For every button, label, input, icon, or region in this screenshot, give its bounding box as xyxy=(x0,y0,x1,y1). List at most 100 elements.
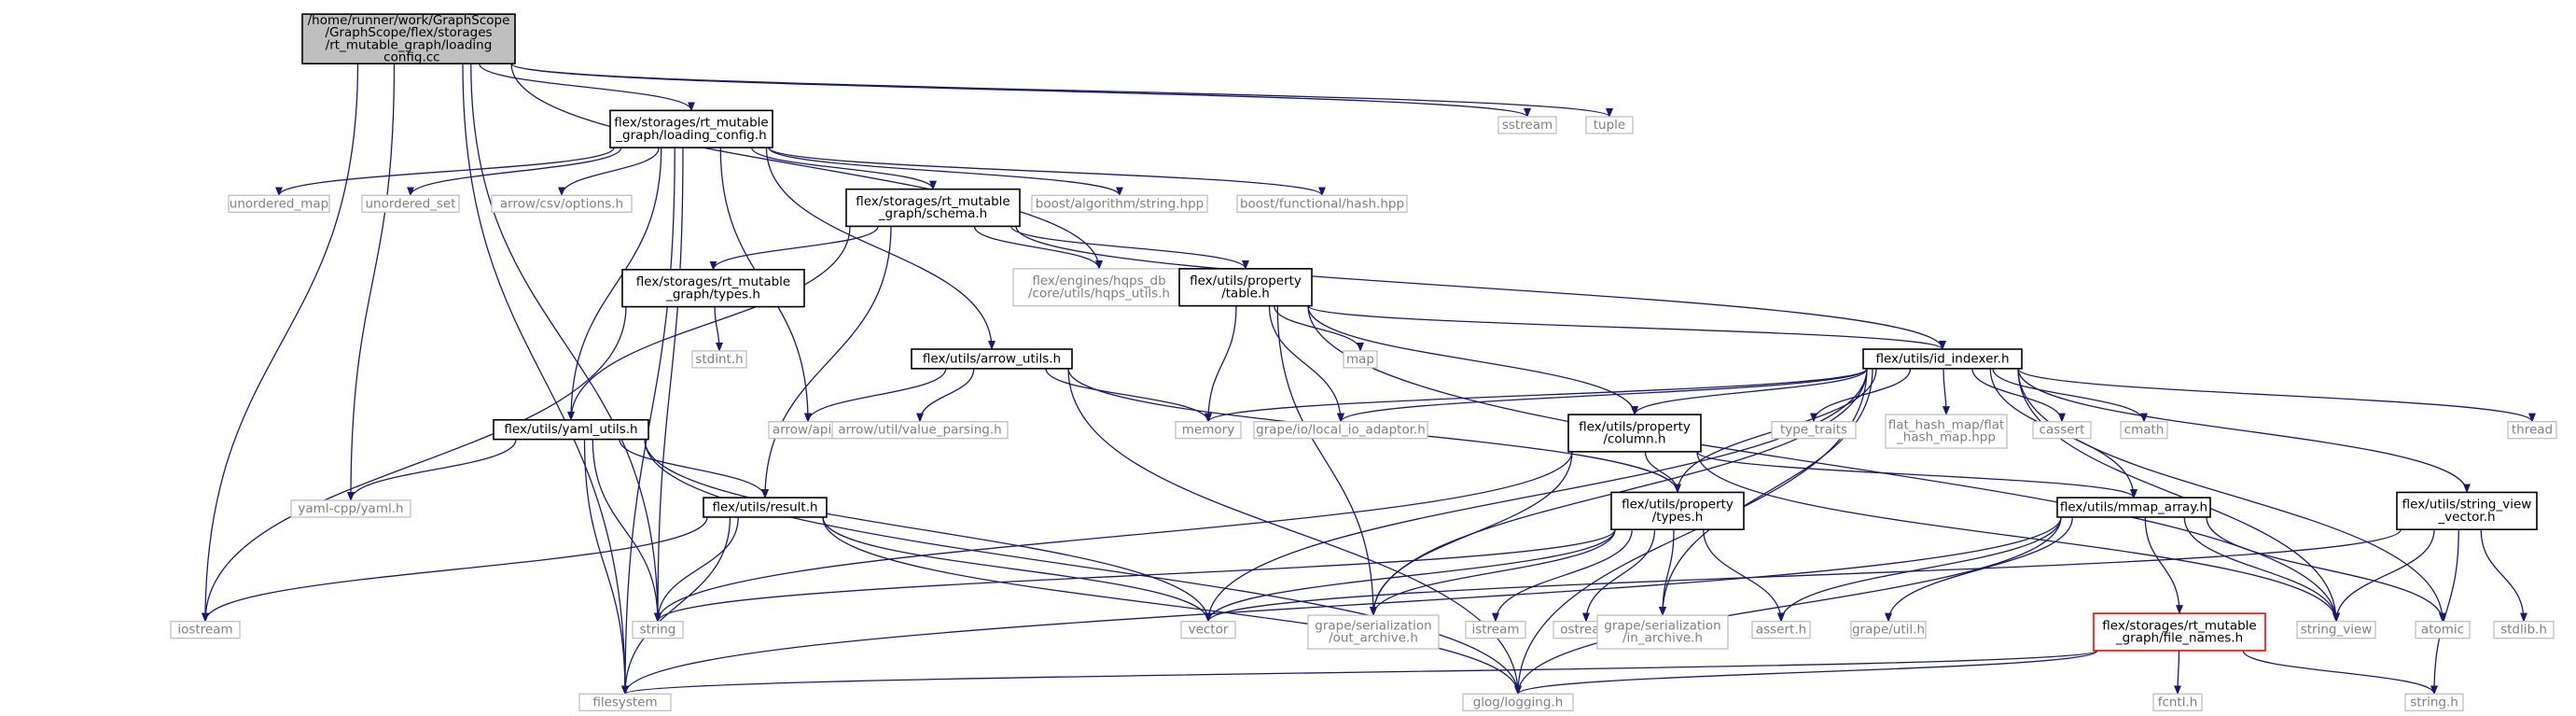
node-box xyxy=(170,621,241,639)
edge-path xyxy=(1067,368,1522,695)
edge-path xyxy=(1514,650,2098,695)
edge-result-h-to-iostream xyxy=(202,516,708,623)
edge-id-indexer-to-cmath xyxy=(1992,368,2148,423)
node-yaml-cpp: yaml-cpp/yaml.h xyxy=(290,499,411,518)
edge-arrow-utils-to-glog xyxy=(1067,368,1522,695)
edge-path xyxy=(1992,368,2148,423)
edge-path xyxy=(654,147,684,623)
edge-path xyxy=(761,226,892,499)
edge-path xyxy=(592,439,661,623)
node-label: flex/storages/rt_mutable xyxy=(856,194,1010,209)
edge-path xyxy=(1492,529,1633,623)
node-label: flat_hash_map/flat xyxy=(1888,417,2005,432)
node-label: sstream xyxy=(1502,118,1553,133)
node-yaml-utils[interactable]: flex/utils/yaml_utils.h xyxy=(493,418,649,441)
node-box xyxy=(1307,614,1440,650)
node-box xyxy=(1567,414,1702,453)
node-column-h[interactable]: flex/utils/property/column.h xyxy=(1567,414,1702,453)
node-box xyxy=(1175,421,1242,440)
node-label: thread xyxy=(2512,423,2553,438)
edge-string-view-vector-to-string-view xyxy=(2332,529,2435,623)
edge-path xyxy=(567,226,851,421)
edge-path xyxy=(1659,529,1675,617)
edge-path xyxy=(1268,305,1344,423)
node-stdint: stdint.h xyxy=(691,350,747,369)
edge-yaml-utils-to-yaml-cpp xyxy=(347,439,517,501)
edge-types-h-rt-to-iostream xyxy=(202,306,627,623)
node-label: /home/runner/work/GraphScope xyxy=(308,13,510,28)
edge-id-indexer-to-memory xyxy=(1204,368,1868,423)
node-box xyxy=(228,194,330,213)
node-prop-types[interactable]: flex/utils/property/types.h xyxy=(1610,491,1745,531)
edge-path xyxy=(567,147,662,421)
edge-path xyxy=(202,306,627,623)
edge-path xyxy=(1696,451,2137,499)
nodes-layer: /home/runner/work/GraphScope/GraphScope/… xyxy=(170,13,2557,711)
node-box xyxy=(2415,621,2471,639)
edge-result-h-to-glog xyxy=(822,516,1522,695)
edge-path xyxy=(1204,529,1616,623)
node-mmap-array[interactable]: flex/utils/mmap_array.h xyxy=(2056,497,2211,518)
node-label: string.h xyxy=(2410,695,2458,709)
node-iostream: iostream xyxy=(170,621,241,639)
node-map: map xyxy=(1343,350,1378,369)
edge-path xyxy=(347,63,396,501)
node-label: /in_archive.h xyxy=(1622,631,1703,646)
node-file-names[interactable]: flex/storages/rt_mutable_graph/file_name… xyxy=(2093,612,2266,652)
node-schema-h[interactable]: flex/storages/rt_mutable_graph/schema.h xyxy=(845,188,1021,228)
edge-path xyxy=(751,147,937,190)
edge-path xyxy=(1777,516,2062,623)
edge-table-h-to-column-h xyxy=(1307,305,1638,416)
node-cmath: cmath xyxy=(2120,421,2168,440)
edge-path xyxy=(2480,529,2527,623)
node-types-h-rt[interactable]: flex/storages/rt_mutable_graph/types.h xyxy=(621,269,805,308)
edge-yaml-utils-to-string xyxy=(592,439,661,623)
node-string-view-vector[interactable]: flex/utils/string_view_vector.h xyxy=(2396,491,2538,531)
edge-column-h-to-mmap-array xyxy=(1696,451,2137,499)
node-loading-config-h[interactable]: flex/storages/rt_mutable_graph/loading_c… xyxy=(609,109,773,148)
node-label: arrow/csv/options.h xyxy=(500,196,623,211)
node-id-indexer[interactable]: flex/utils/id_indexer.h xyxy=(1862,348,2023,370)
edge-prop-types-to-out-archive xyxy=(1370,529,1616,617)
node-box xyxy=(2507,421,2557,440)
node-label: flex/utils/result.h xyxy=(712,500,817,515)
node-box xyxy=(1236,194,1408,213)
edge-path xyxy=(765,147,996,351)
node-box xyxy=(1462,693,1574,711)
node-table-h[interactable]: flex/utils/property/table.h xyxy=(1178,268,1313,307)
node-tuple: tuple xyxy=(1585,116,1634,134)
node-box xyxy=(845,188,1021,228)
node-label: type_traits xyxy=(1780,423,1847,438)
node-result-h[interactable]: flex/utils/result.h xyxy=(703,497,828,518)
node-box xyxy=(2493,621,2555,639)
node-label: flex/storages/rt_mutable xyxy=(614,116,768,131)
edge-result-h-to-vector xyxy=(822,516,1212,623)
node-box xyxy=(290,499,411,518)
node-label: _config.cc xyxy=(376,49,439,64)
edge-path xyxy=(1204,368,1868,423)
edge-loading-config-h-to-unordered-map xyxy=(275,147,615,197)
edge-mmap-array-to-filesystem xyxy=(621,516,2062,695)
edge-path xyxy=(654,516,739,623)
node-label: vector xyxy=(1189,623,1229,638)
node-label: grape/io/local_io_adaptor.h xyxy=(1256,423,1426,438)
node-local-io: grape/io/local_io_adaptor.h xyxy=(1253,421,1428,440)
node-label: /GraphScope/flex/storages xyxy=(325,25,492,40)
node-arrow-utils[interactable]: flex/utils/arrow_utils.h xyxy=(911,348,1073,370)
node-box xyxy=(1497,116,1557,134)
node-unordered-map: unordered_map xyxy=(228,194,330,213)
edge-path xyxy=(2332,529,2435,623)
node-box xyxy=(1012,268,1186,307)
node-label: stdint.h xyxy=(695,352,743,367)
edge-column-h-to-prop-types xyxy=(1644,451,1681,494)
node-stdlib: stdlib.h xyxy=(2493,621,2555,639)
node-label: fcntl.h xyxy=(2158,695,2198,709)
edge-mmap-array-to-file-names xyxy=(2144,516,2183,615)
node-box xyxy=(1343,350,1378,369)
node-root[interactable]: /home/runner/work/GraphScope/GraphScope/… xyxy=(301,13,516,65)
edge-path xyxy=(470,63,661,623)
edge-column-h-to-string-view xyxy=(1696,451,2340,623)
edge-path xyxy=(1307,305,1638,416)
edge-yaml-utils-to-glog xyxy=(644,439,1522,695)
edge-string-view-vector-to-vector xyxy=(1204,528,2402,623)
